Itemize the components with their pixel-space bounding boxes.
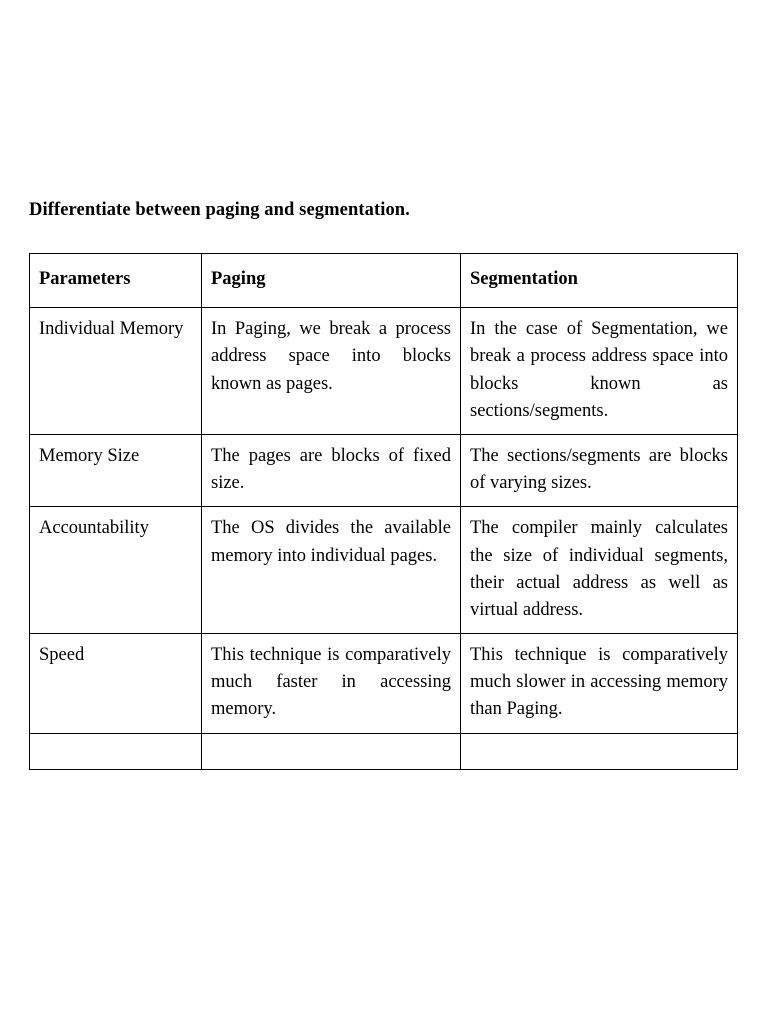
column-header-segmentation: Segmentation bbox=[460, 252, 738, 309]
page-title: Differentiate between paging and segment… bbox=[29, 200, 410, 220]
column-header-parameters: Parameters bbox=[29, 252, 202, 309]
comparison-table: Parameters Paging Segmentation Individua… bbox=[29, 252, 738, 770]
table-header-row: Parameters Paging Segmentation bbox=[29, 252, 738, 309]
cell-paging: This technique is comparatively much fas… bbox=[201, 633, 461, 734]
column-header-paging: Paging bbox=[201, 252, 461, 309]
cell-segmentation: The compiler mainly calculates the size … bbox=[460, 506, 738, 635]
table-body: Individual Memory In Paging, we break a … bbox=[29, 307, 738, 770]
cell-paging: The OS divides the available memory into… bbox=[201, 506, 461, 635]
cell-parameter-truncated bbox=[29, 732, 202, 770]
cell-paging: In Paging, we break a process address sp… bbox=[201, 307, 461, 435]
cell-parameter: Memory Size bbox=[29, 433, 202, 508]
table-row: Speed This technique is comparatively mu… bbox=[29, 633, 738, 734]
comparison-table-container: Parameters Paging Segmentation Individua… bbox=[29, 252, 738, 770]
cell-parameter: Speed bbox=[29, 633, 202, 734]
table-row: Memory Size The pages are blocks of fixe… bbox=[29, 433, 738, 508]
cell-segmentation: The sections/segments are blocks of vary… bbox=[460, 433, 738, 508]
cell-paging: The pages are blocks of fixed size. bbox=[201, 433, 461, 508]
cell-parameter: Accountability bbox=[29, 506, 202, 635]
cell-paging-truncated bbox=[201, 732, 461, 770]
cell-segmentation-truncated bbox=[460, 732, 738, 770]
cell-segmentation: This technique is comparatively much slo… bbox=[460, 633, 738, 734]
table-row-truncated bbox=[29, 732, 738, 770]
table-row: Accountability The OS divides the availa… bbox=[29, 506, 738, 635]
table-header: Parameters Paging Segmentation bbox=[29, 252, 738, 309]
cell-segmentation: In the case of Segmentation, we break a … bbox=[460, 307, 738, 435]
table-row: Individual Memory In Paging, we break a … bbox=[29, 307, 738, 435]
cell-parameter: Individual Memory bbox=[29, 307, 202, 435]
